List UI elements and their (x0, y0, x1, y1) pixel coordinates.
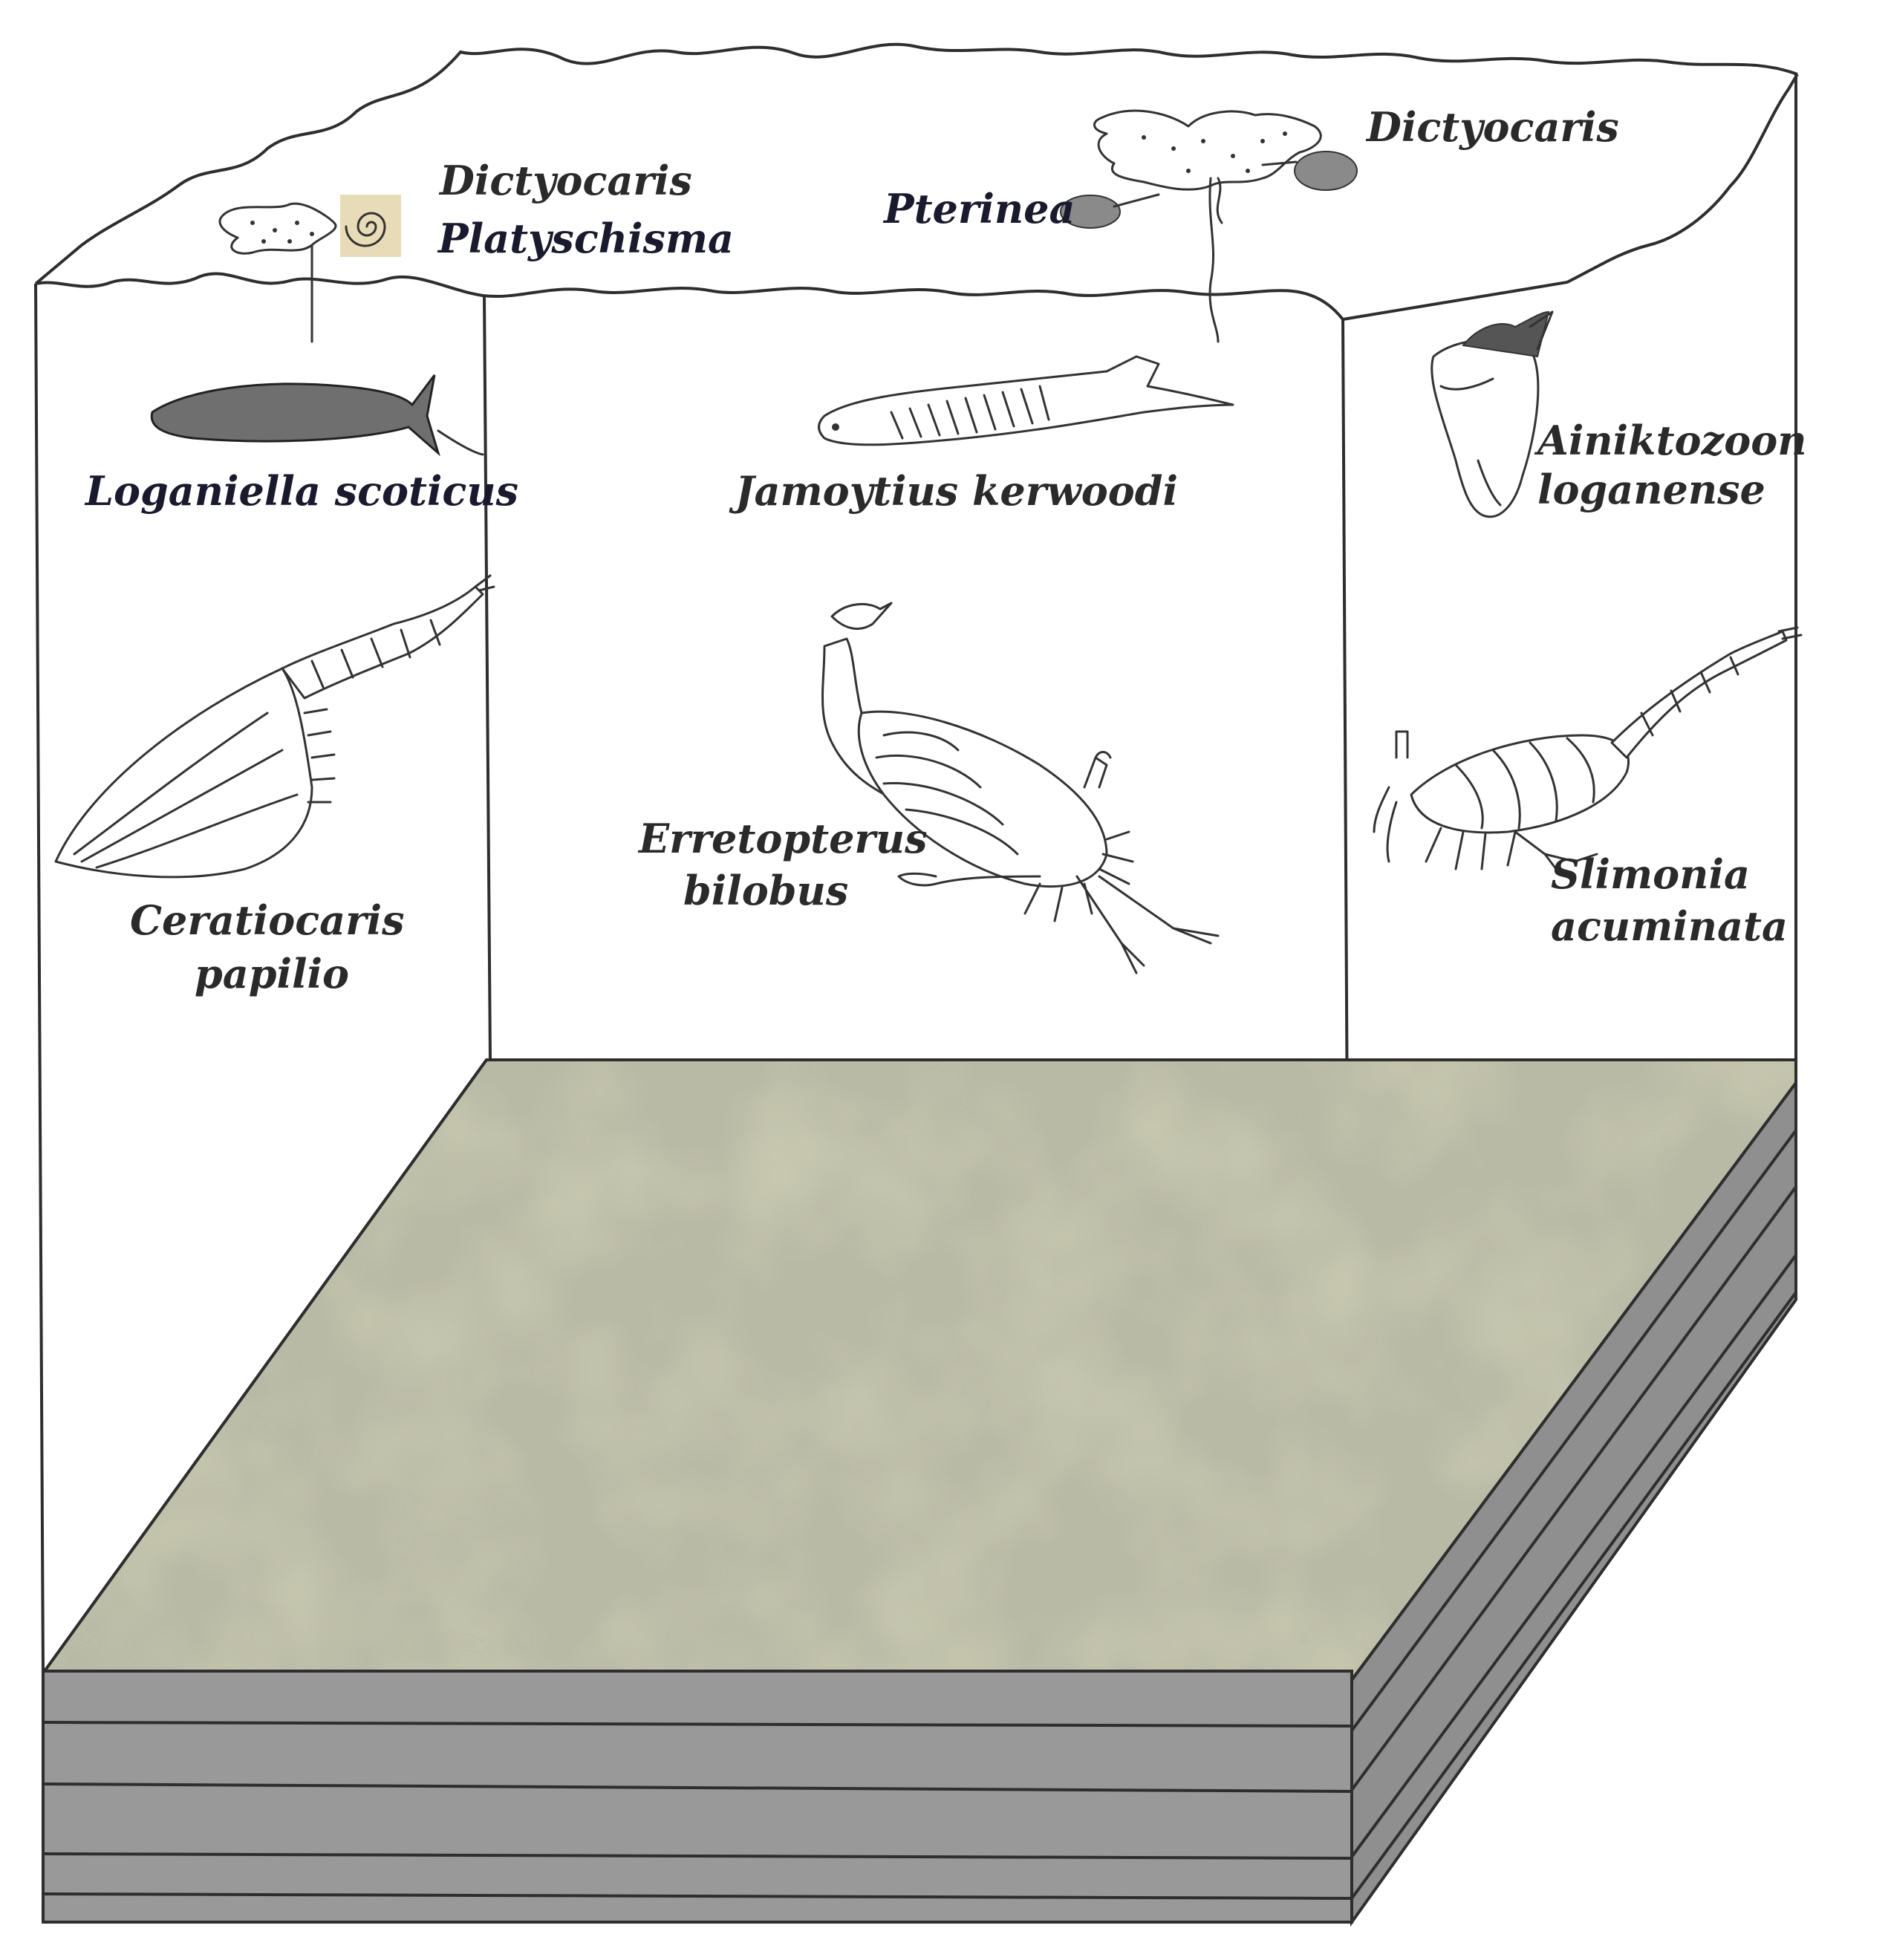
dictyocaris-left-sketch (218, 202, 337, 343)
box-left-edge (34, 283, 45, 1672)
jamoytius-sketch (818, 355, 1234, 446)
water-surface-right-edge (1342, 73, 1799, 321)
pterinea-shell-right (1261, 151, 1358, 191)
pterinea-shell-left (1060, 193, 1160, 229)
dictyocaris-right-sketch (1093, 109, 1322, 343)
ceratiocaris-sketch (54, 574, 495, 879)
strata-side-face (1350, 1078, 1797, 1927)
slimonia-sketch (1373, 626, 1803, 870)
label-ainiktozoon-2: loganense (1537, 466, 1765, 513)
label-pterinea: Pterinea (882, 185, 1075, 232)
label-slimonia-1: Slimonia (1551, 850, 1750, 898)
loganiella-fish-sketch (150, 374, 484, 457)
label-slimonia-2: acuminata (1551, 902, 1788, 950)
strata-front (42, 1670, 1353, 1924)
water-surface-back-edge (34, 42, 1798, 285)
box-back-left-edge (483, 295, 492, 1061)
label-platyschisma: Platyschisma (437, 215, 734, 262)
erretopterus-sketch (821, 602, 1220, 974)
platyschisma-shell (340, 195, 401, 257)
label-ainiktozoon-1: Ainiktozoon (1534, 417, 1807, 464)
label-dictyocaris-left: Dictyocaris (438, 157, 692, 204)
label-dictyocaris-right: Dictyocaris (1365, 103, 1619, 151)
water-surface-front-edge (35, 272, 1344, 321)
label-loganiella: Loganiella scoticus (84, 467, 518, 515)
strata-front-face (42, 1670, 1353, 1924)
label-ceratiocaris-1: Ceratiocaris (130, 896, 404, 944)
labels: Dictyocaris Platyschisma Dictyocaris Pte… (84, 103, 1807, 997)
ainiktozoon-sketch (1431, 310, 1554, 518)
label-erretopterus-2: bilobus (683, 867, 848, 914)
label-erretopterus-1: Erretopterus (637, 815, 928, 862)
strata-side (1350, 1078, 1797, 1927)
label-ceratiocaris-2: papilio (195, 950, 349, 997)
label-jamoytius: Jamoytius kerwoodi (729, 467, 1178, 515)
water-column-outline (34, 42, 1799, 1681)
